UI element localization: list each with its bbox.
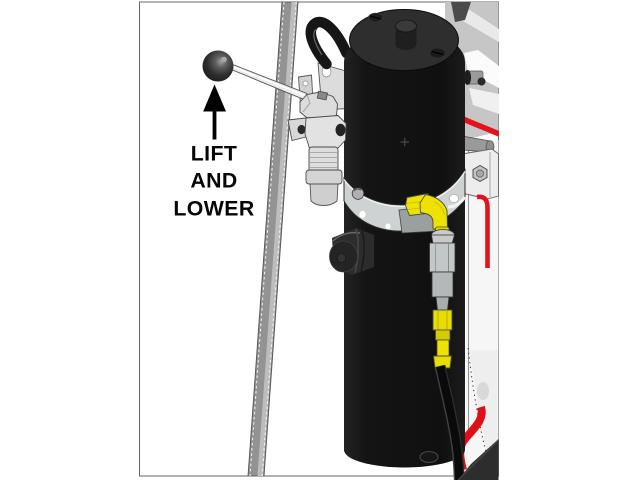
svg-text:AND: AND bbox=[190, 169, 237, 193]
svg-text:LOWER: LOWER bbox=[173, 197, 254, 221]
svg-text:LIFT: LIFT bbox=[191, 141, 238, 165]
